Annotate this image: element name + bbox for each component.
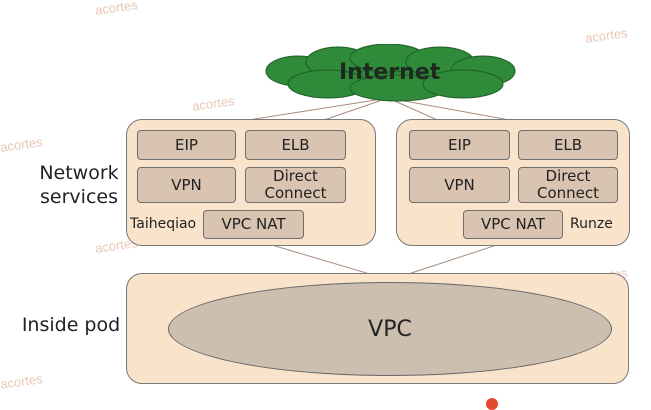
inside-pod-label: Inside pod bbox=[21, 314, 121, 336]
right-eip-box[interactable]: EIP bbox=[409, 130, 510, 160]
vpc-ellipse[interactable]: VPC bbox=[168, 282, 612, 376]
red-dot-icon bbox=[486, 398, 498, 410]
right-direct-connect-box[interactable]: Direct Connect bbox=[518, 167, 618, 203]
right-elb-box[interactable]: ELB bbox=[518, 130, 618, 160]
internet-label: Internet bbox=[339, 60, 441, 85]
left-vpc-nat-box[interactable]: VPC NAT bbox=[203, 210, 304, 239]
left-vpn-box[interactable]: VPN bbox=[137, 167, 236, 203]
left-direct-connect-box[interactable]: Direct Connect bbox=[245, 167, 346, 203]
internet-cloud-icon bbox=[265, 44, 516, 102]
vpc-label: VPC bbox=[368, 316, 412, 342]
right-vpc-nat-box[interactable]: VPC NAT bbox=[463, 210, 563, 239]
left-eip-box[interactable]: EIP bbox=[137, 130, 236, 160]
right-vpn-box[interactable]: VPN bbox=[409, 167, 510, 203]
runze-label: Runze bbox=[570, 216, 613, 232]
taiheqiao-label: Taiheqiao bbox=[130, 216, 197, 232]
left-elb-box[interactable]: ELB bbox=[245, 130, 346, 160]
network-services-label: Network services bbox=[39, 162, 119, 208]
